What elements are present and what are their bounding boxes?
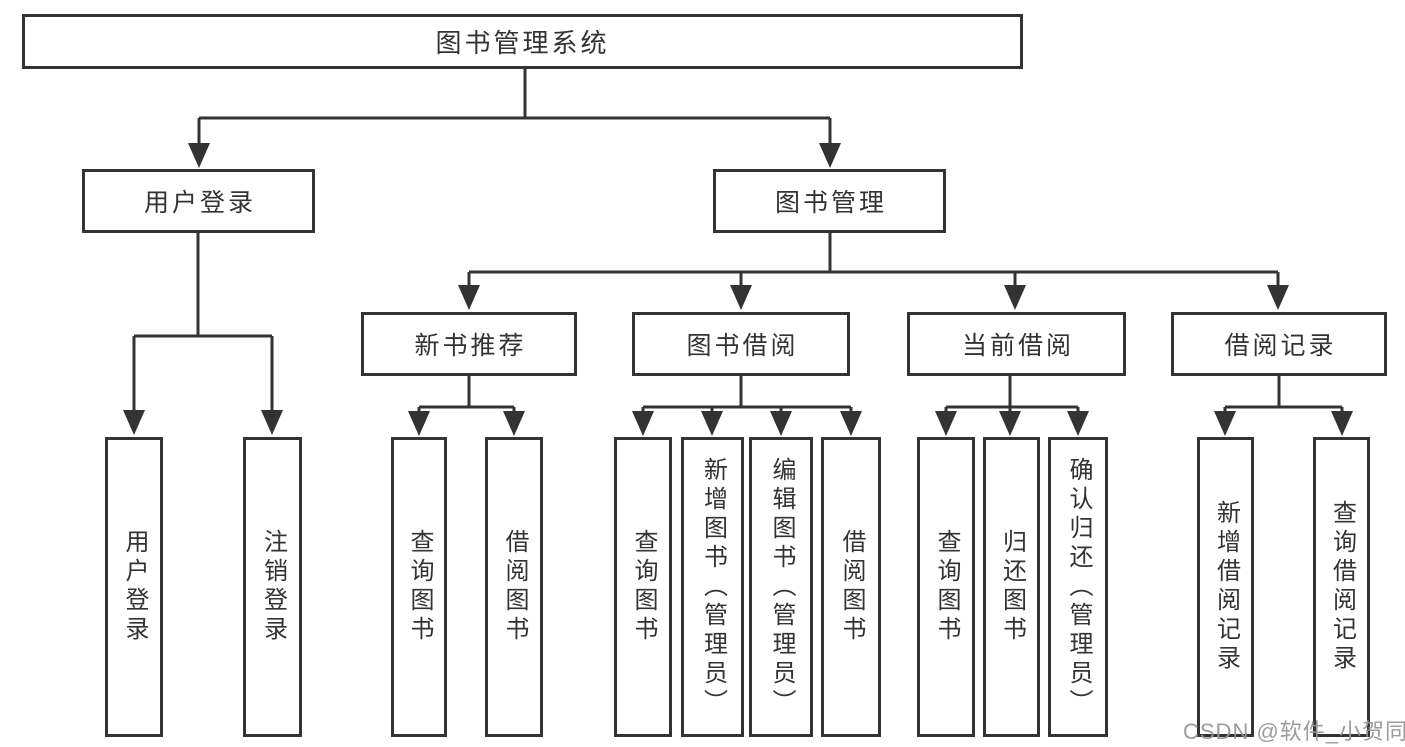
node-borrow-record: 借阅记录 — [1171, 312, 1387, 376]
node-book-management: 图书管理 — [713, 169, 946, 233]
node-new-book-recommend: 新书推荐 — [361, 312, 577, 376]
leaf-return-book: 归还图书 — [983, 437, 1040, 737]
node-current-borrow: 当前借阅 — [907, 312, 1126, 376]
leaf-query-borrow-record: 查询借阅记录 — [1313, 437, 1370, 737]
leaf-add-book-admin: 新增图书（管理员） — [681, 437, 744, 737]
leaf-borrow-books-recommend: 借阅图书 — [485, 437, 543, 737]
leaf-query-books-borrow: 查询图书 — [614, 437, 672, 737]
node-book-borrow: 图书借阅 — [632, 312, 850, 376]
watermark-text: CSDN @软件_小贺同学 — [1183, 719, 1405, 744]
leaf-query-books-current: 查询图书 — [917, 437, 975, 737]
arrowheads — [123, 143, 1353, 436]
leaf-add-borrow-record: 新增借阅记录 — [1197, 437, 1254, 737]
leaf-confirm-return-admin: 确认归还（管理员） — [1048, 437, 1108, 737]
leaf-borrow-books: 借阅图书 — [821, 437, 881, 737]
leaf-logout: 注销登录 — [243, 437, 302, 737]
node-user-login: 用户登录 — [82, 169, 315, 233]
node-library-system: 图书管理系统 — [22, 14, 1023, 69]
leaf-edit-book-admin: 编辑图书（管理员） — [749, 437, 813, 737]
leaf-query-books-recommend: 查询图书 — [391, 437, 447, 737]
leaf-user-login: 用户登录 — [105, 437, 163, 737]
